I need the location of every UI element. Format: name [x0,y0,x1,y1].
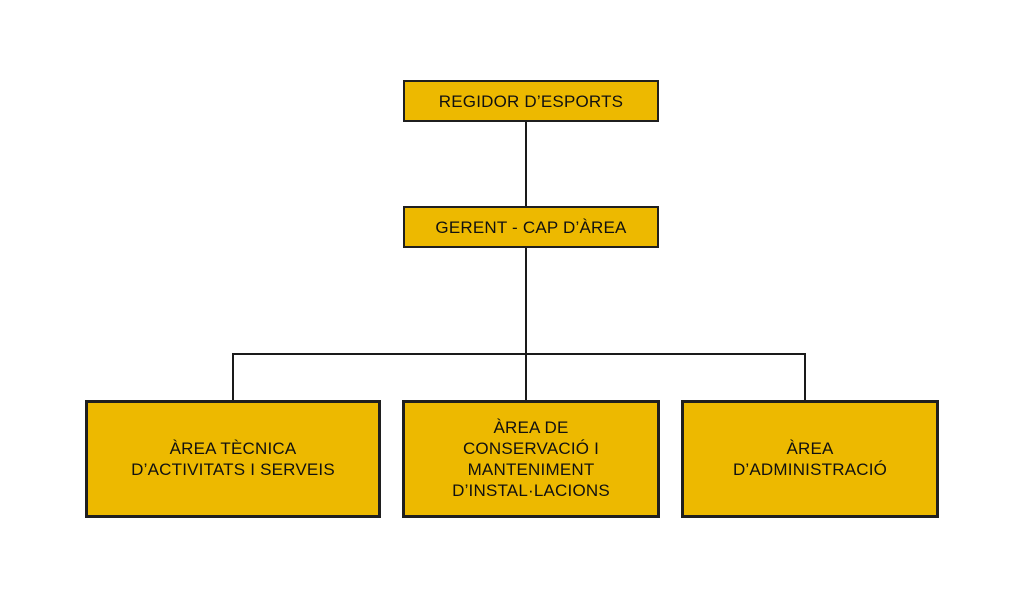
connector-branch-left [232,353,234,402]
org-box-area-conservacio: ÀREA DE CONSERVACIÓ I MANTENIMENT D’INST… [402,400,660,518]
connector-branch-center [525,353,527,402]
connector-manager-to-branch [525,247,527,354]
connector-horizontal-branch [232,353,806,355]
org-box-area-tecnica: ÀREA TÈCNICA D’ACTIVITATS I SERVEIS [85,400,381,518]
org-box-area-tecnica-label: ÀREA TÈCNICA D’ACTIVITATS I SERVEIS [131,439,335,479]
org-box-area-conservacio-label: ÀREA DE CONSERVACIÓ I MANTENIMENT D’INST… [452,418,610,500]
org-box-area-administracio-label: ÀREA D’ADMINISTRACIÓ [732,439,888,479]
connector-top-to-manager [525,121,527,207]
connector-branch-right [804,353,806,402]
org-box-regidor-label: REGIDOR D’ESPORTS [438,91,624,111]
org-box-area-administracio: ÀREA D’ADMINISTRACIÓ [681,400,939,518]
org-box-regidor: REGIDOR D’ESPORTS [403,80,659,122]
org-box-gerent-label: GERENT - CAP D’ÀREA [435,217,627,237]
org-box-gerent: GERENT - CAP D’ÀREA [403,206,659,248]
